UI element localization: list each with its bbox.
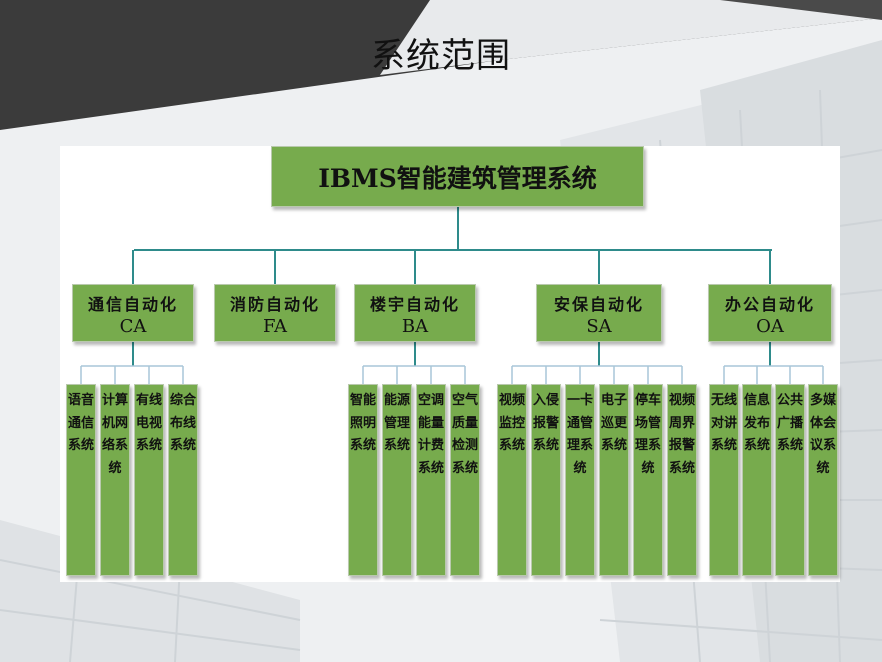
- category-code: FA: [263, 316, 287, 337]
- category-code: SA: [586, 316, 612, 337]
- category-name: 消防自动化: [229, 295, 320, 314]
- category-name: 楼宇自动化: [369, 295, 460, 314]
- leaf-node: 有线电视系统: [134, 384, 164, 576]
- leaf-label: 停车场管理系统: [634, 393, 661, 476]
- header-accent: [600, 0, 882, 20]
- leaf-label: 视频监控系统: [498, 393, 525, 453]
- leaf-label: 空调能量计费系统: [417, 393, 444, 476]
- leaf-label: 电子巡更系统: [600, 393, 627, 453]
- leaf-label: 语音通信系统: [67, 393, 94, 453]
- leaf-label: 有线电视系统: [135, 393, 162, 453]
- leaf-label: 入侵报警系统: [532, 393, 559, 453]
- leaf-node: 停车场管理系统: [633, 384, 663, 576]
- leaf-node: 语音通信系统: [66, 384, 96, 576]
- leaf-label: 无线对讲系统: [710, 393, 737, 453]
- leaf-node: 一卡通管理系统: [565, 384, 595, 576]
- category-fa: 消防自动化 FA: [214, 284, 336, 342]
- root-node: IBMS智能建筑管理系统: [271, 146, 644, 207]
- leaf-node: 公共广播系统: [775, 384, 805, 576]
- leaf-label: 一卡通管理系统: [566, 393, 593, 476]
- category-name: 通信自动化: [87, 295, 178, 314]
- leaf-node: 空气质量检测系统: [450, 384, 480, 576]
- leaf-node: 电子巡更系统: [599, 384, 629, 576]
- category-ba: 楼宇自动化 BA: [354, 284, 476, 342]
- leaf-node: 多媒体会议系统: [808, 384, 838, 576]
- leaf-node: 综合布线系统: [168, 384, 198, 576]
- leaf-node: 智能照明系统: [348, 384, 378, 576]
- leaf-node: 信息发布系统: [742, 384, 772, 576]
- header-light-band: [380, 0, 882, 75]
- category-name: 办公自动化: [724, 295, 815, 314]
- leaf-label: 信息发布系统: [743, 393, 770, 453]
- category-oa: 办公自动化 OA: [708, 284, 832, 342]
- slide-title: 系统范围: [371, 36, 511, 76]
- leaf-node: 无线对讲系统: [709, 384, 739, 576]
- leaf-label: 计算机网络系统: [101, 393, 128, 476]
- category-ca: 通信自动化 CA: [72, 284, 194, 342]
- category-code: OA: [756, 316, 784, 337]
- leaf-node: 视频监控系统: [497, 384, 527, 576]
- leaf-node: 空调能量计费系统: [416, 384, 446, 576]
- leaf-label: 空气质量检测系统: [451, 393, 478, 476]
- leaf-label: 能源管理系统: [383, 393, 410, 453]
- category-code: CA: [119, 316, 147, 337]
- leaf-label: 智能照明系统: [349, 393, 376, 453]
- diagram-panel: IBMS智能建筑管理系统 通信自动化 CA 消防自动化 FA 楼宇自动化 BA …: [60, 146, 840, 582]
- category-code: BA: [401, 316, 429, 337]
- leaf-node: 入侵报警系统: [531, 384, 561, 576]
- leaf-node: 能源管理系统: [382, 384, 412, 576]
- leaf-node: 视频周界报警系统: [667, 384, 697, 576]
- category-name: 安保自动化: [553, 295, 644, 314]
- leaf-label: 公共广播系统: [776, 393, 803, 453]
- leaf-label: 视频周界报警系统: [668, 393, 695, 476]
- connector-lines: [80, 207, 824, 384]
- category-sa: 安保自动化 SA: [536, 284, 662, 342]
- leaf-label: 综合布线系统: [169, 393, 196, 453]
- leaf-node: 计算机网络系统: [100, 384, 130, 576]
- leaf-label: 多媒体会议系统: [809, 393, 836, 476]
